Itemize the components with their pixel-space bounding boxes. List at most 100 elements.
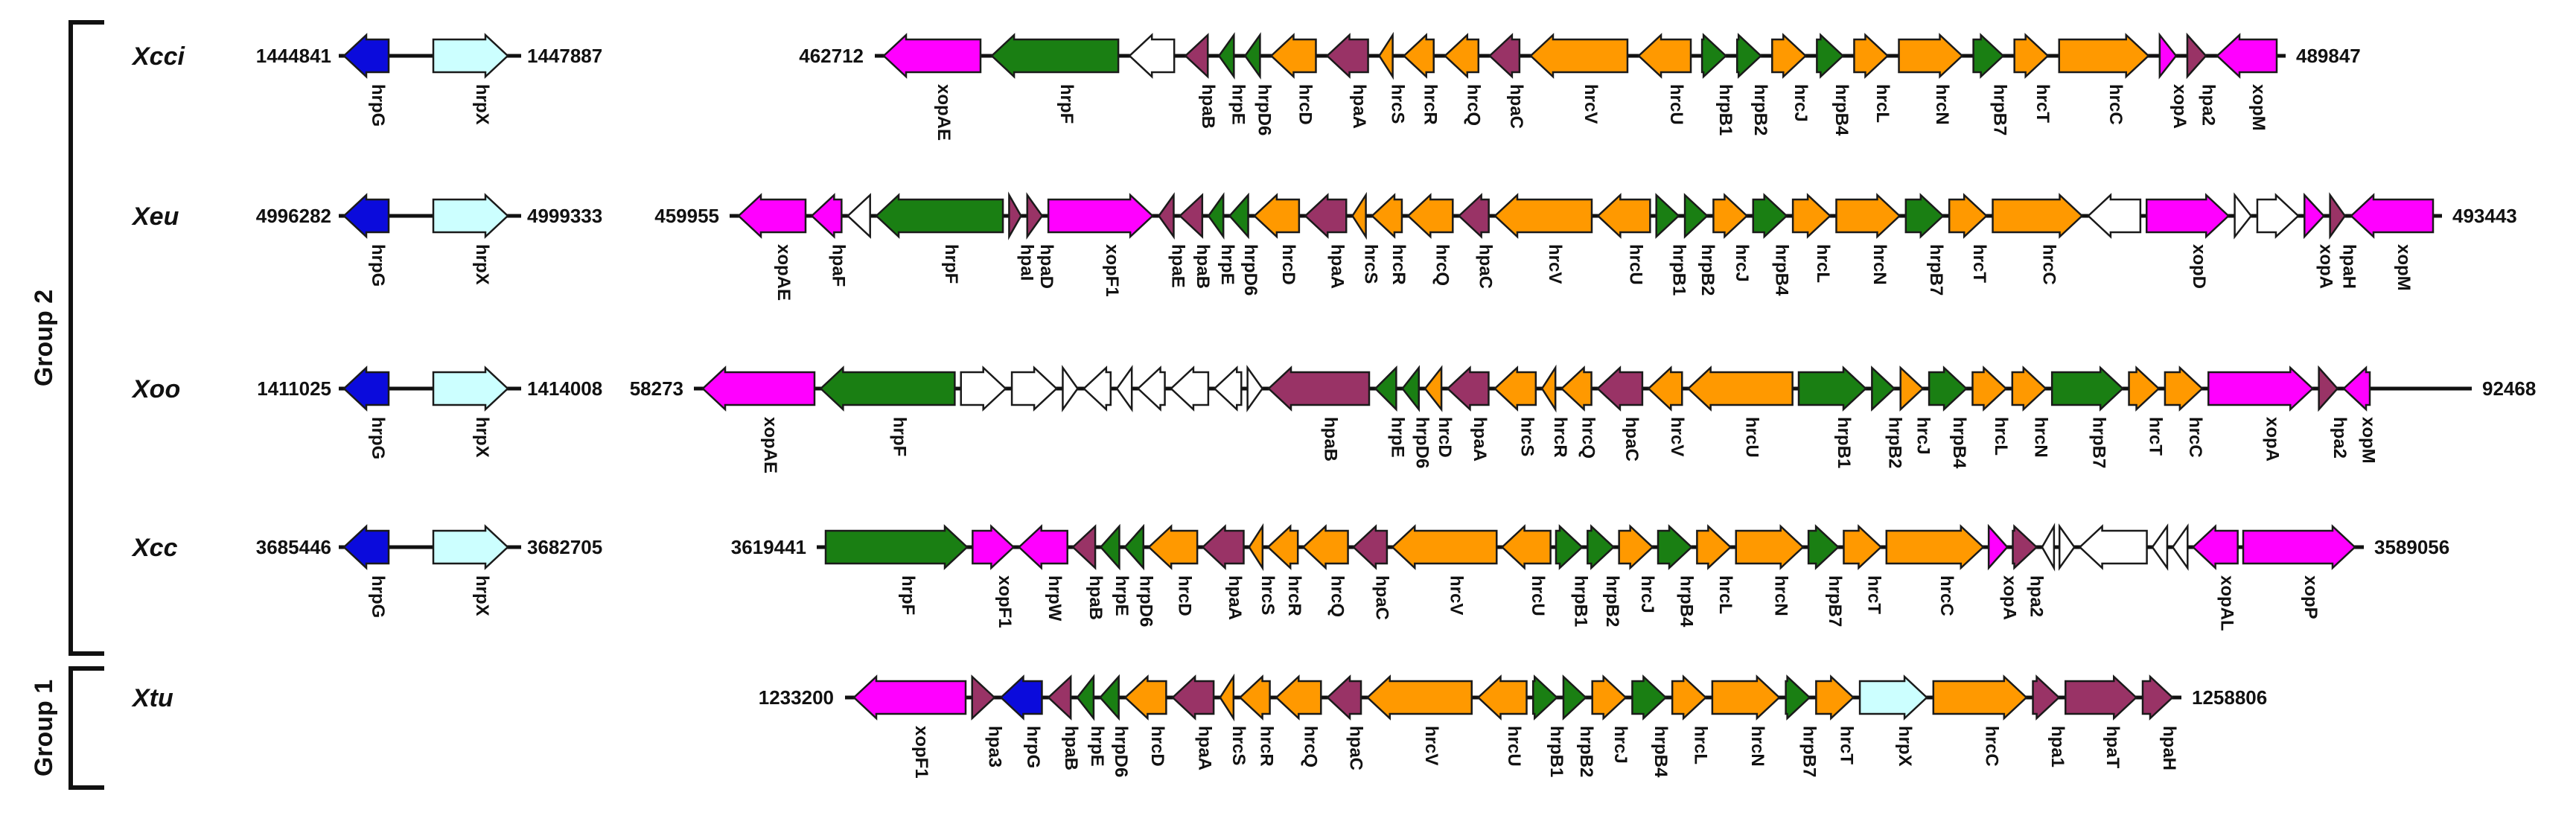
gene: hrcQ	[1560, 365, 1598, 459]
gene-label: hpaT	[2102, 726, 2123, 769]
hpaD-gene-arrow	[1026, 192, 1044, 240]
gene: hrcS	[1219, 673, 1249, 765]
gene-label: hrpG	[368, 244, 388, 287]
gene-label: hrpD6	[1240, 244, 1260, 296]
gene-label: hpaB	[1193, 244, 1213, 289]
gene: hrcC	[1992, 193, 2084, 285]
hrpF-gene-arrow	[824, 524, 969, 570]
gene-label: xopF1	[995, 575, 1015, 628]
gene-label: hpaC	[1346, 726, 1366, 770]
gene: hrcQ	[1443, 33, 1483, 126]
gene-label: hrpX	[472, 575, 492, 616]
hrcU-gene-arrow	[1500, 524, 1552, 570]
hrcV-gene-arrow	[1391, 524, 1498, 570]
gene: hpaC	[1326, 674, 1366, 770]
gene: hrpB2	[1562, 674, 1596, 777]
hpaC-gene-arrow	[1352, 524, 1389, 570]
hrpB1-gene-arrow	[1700, 33, 1727, 79]
gene: hrpB4	[1816, 33, 1852, 136]
unnamed-gene-arrow	[1170, 365, 1210, 412]
hpa2-gene-arrow	[2012, 524, 2038, 570]
gene-label: hrcN	[2030, 417, 2050, 458]
gene: xopA	[2158, 32, 2190, 129]
gene-label: hrpG	[368, 417, 388, 459]
cluster-start-coordinate: 459955	[654, 205, 719, 227]
hpaA-gene-arrow	[1446, 365, 1490, 412]
gene: hrcT	[1815, 674, 1856, 764]
hrcS-gene-arrow	[1493, 365, 1537, 412]
gene	[2078, 524, 2148, 570]
hrcU-gene-arrow	[1637, 33, 1692, 79]
gene-label: hrcU	[1528, 575, 1548, 616]
gene: hrcR	[1238, 674, 1277, 767]
hrpB1-gene-arrow	[1797, 365, 1867, 412]
hrcC-gene-arrow	[1932, 674, 2028, 721]
gene: hrcN	[1735, 524, 1805, 616]
xopD-gene-arrow	[2145, 193, 2231, 239]
gene: hrcD	[1147, 524, 1199, 616]
hpaB-gene-arrow	[1184, 33, 1209, 79]
hrpE-gene-arrow	[1076, 674, 1095, 721]
gene: hrpB4	[1657, 524, 1697, 628]
xopAE-gene-arrow	[701, 365, 816, 412]
gene-label: hrcJ	[1913, 417, 1933, 455]
gene-label: hrpB7	[1990, 84, 2010, 135]
gene	[2058, 523, 2076, 571]
gene-label: hpaC	[1506, 84, 1526, 129]
gene: hrcV	[1493, 193, 1593, 284]
gene	[2256, 193, 2300, 239]
hrpB2-gene-arrow	[1587, 524, 1616, 570]
hrpG-gene-arrow	[342, 193, 390, 239]
gene-label: hrcJ	[1732, 244, 1752, 282]
locus-end-coordinate: 4999333	[527, 205, 602, 227]
cluster-start-coordinate: 58273	[630, 377, 683, 400]
gene-label: hrpE	[1217, 244, 1237, 285]
gene	[1082, 365, 1112, 412]
cluster-start-coordinate: 1233200	[759, 686, 834, 709]
unnamed-gene-arrow	[1136, 365, 1166, 412]
gene: hrcR	[1540, 364, 1570, 458]
hpaT-gene-arrow	[2065, 674, 2138, 721]
gene: hrpB1	[1700, 33, 1735, 135]
gene-label: xopA	[2315, 244, 2336, 289]
hrcU-gene-arrow	[1686, 365, 1794, 412]
gene-label: hrcD	[1147, 726, 1167, 767]
hrcQ-gene-arrow	[1406, 193, 1454, 239]
gene	[1213, 365, 1243, 412]
group-2-bracket	[68, 20, 104, 656]
xopA-gene-arrow	[2304, 192, 2325, 240]
gene: hrcQ	[1301, 524, 1349, 617]
gene	[1170, 365, 1210, 412]
xopP-gene-arrow	[2242, 524, 2356, 570]
gene-label: hrpD6	[1254, 84, 1274, 135]
gene-label: hpaC	[1476, 244, 1496, 289]
gene-label: hrcL	[1691, 726, 1711, 764]
gene-label: hrpF	[941, 244, 961, 284]
hrcS-gene-arrow	[1248, 523, 1264, 572]
unnamed-gene-arrow	[2087, 193, 2142, 239]
gene-label: hrpB2	[1884, 417, 1904, 468]
gene-label: hrcS	[1257, 575, 1278, 615]
hrcN-gene-arrow	[2011, 365, 2047, 412]
gene-label: hrcU	[1666, 84, 1686, 125]
unnamed-gene-arrow	[2041, 523, 2056, 572]
gene-label: hpaB	[1321, 417, 1341, 462]
gene: hpaH	[2329, 192, 2359, 289]
hrcT-gene-arrow	[1948, 193, 1989, 239]
gene-label: hrpE	[1112, 575, 1132, 616]
gene: hrpB1	[1555, 524, 1590, 627]
cluster-end-coordinate: 3589056	[2374, 536, 2449, 558]
gene: hpaB	[1184, 33, 1218, 129]
hpaI-gene-arrow	[1008, 191, 1022, 240]
xopAE-gene-arrow	[737, 193, 807, 239]
hrpB1-gene-arrow	[1655, 193, 1680, 239]
gene: hpaB	[1178, 193, 1213, 289]
hrcD-gene-arrow	[1147, 524, 1199, 570]
gene-label: hrcV	[1545, 244, 1565, 284]
gene: hrpD6	[1098, 674, 1131, 777]
gene: hpa2	[2318, 365, 2350, 459]
gene: xopM	[2342, 365, 2379, 464]
gene-label: hrcL	[1991, 417, 2011, 456]
